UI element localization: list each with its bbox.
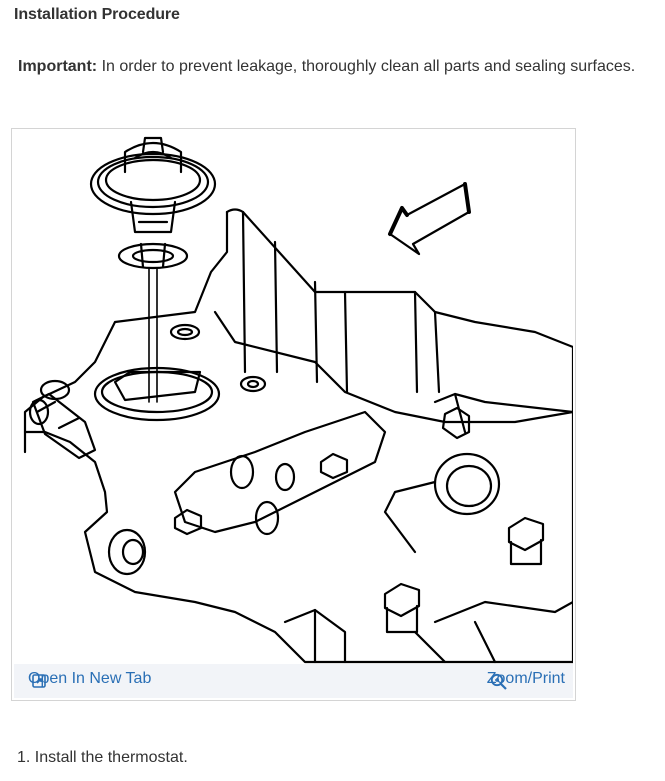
important-note: Important: In order to prevent leakage, …: [18, 58, 665, 76]
zoom-print-link[interactable]: Zoom/Print: [486, 670, 565, 690]
open-in-new-tab-label: Open In New Tab: [28, 670, 152, 687]
figure-container: Open In New Tab Zoom/Print: [11, 128, 576, 701]
thermostat-diagram: [23, 136, 573, 664]
important-label: Important:: [18, 58, 98, 75]
figure-toolbar: Open In New Tab Zoom/Print: [14, 664, 573, 698]
open-in-new-tab-link[interactable]: Open In New Tab: [28, 670, 151, 688]
section-heading: Installation Procedure: [14, 6, 180, 23]
zoom-print-label: Zoom/Print: [486, 670, 565, 687]
step-number: 1.: [17, 749, 31, 766]
step-item: 1. Install the thermostat.: [17, 749, 188, 767]
important-text: In order to prevent leakage, thoroughly …: [101, 58, 636, 75]
step-text: Install the thermostat.: [34, 749, 188, 766]
open-in-new-tab-icon: [32, 674, 46, 688]
zoom-icon: [490, 673, 507, 690]
